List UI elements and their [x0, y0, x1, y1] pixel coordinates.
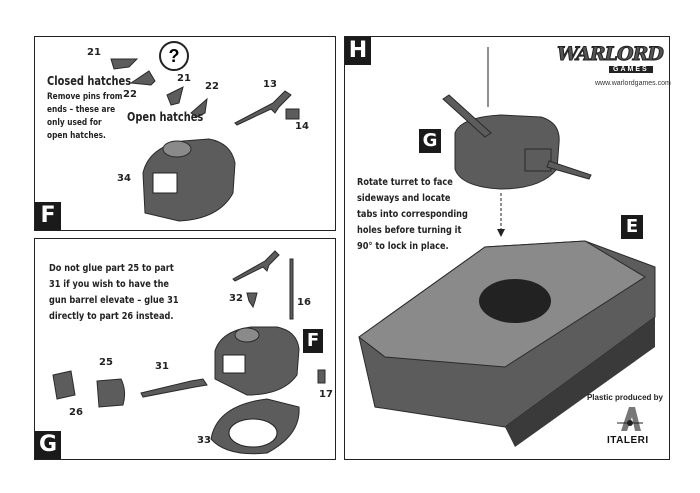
part-label-31: 31 [155, 361, 169, 372]
logo-url: www.warlordgames.com [595, 80, 671, 87]
note-line: Rotate turret to face [357, 177, 453, 188]
part-label-21: 21 [177, 73, 191, 84]
logo-sub: GAMES [609, 66, 653, 73]
part-32 [246, 292, 258, 309]
step-label-g: G [35, 431, 61, 459]
note-line: gun barrel elevate – glue 31 [49, 295, 179, 306]
part-label-13: 13 [263, 79, 277, 90]
part-label-32: 32 [229, 293, 243, 304]
step-label-f: F [35, 202, 61, 230]
antenna-line [487, 47, 489, 107]
part-17 [317, 369, 326, 384]
note-line: tabs into corresponding [357, 209, 468, 220]
part-label-22: 22 [205, 81, 219, 92]
italeri-logo-icon [617, 407, 643, 431]
machine-gun-13 [234, 90, 292, 126]
closed-hatches-label: Closed hatches [47, 74, 132, 88]
turret-assembly [214, 326, 300, 396]
part-label-21: 21 [87, 47, 101, 58]
panel-step-f: 21 22 21 22 13 14 34 ? Closed hatches Re… [34, 36, 336, 231]
sub-step-label-g: G [419, 129, 441, 153]
gun-barrel-31 [140, 378, 208, 398]
note-line: holes before turning it [357, 225, 462, 236]
part-26 [52, 370, 76, 400]
turret-assembled [442, 94, 592, 190]
logo-brand: WARLORD [557, 43, 665, 66]
step-label-h: H [345, 37, 371, 65]
tank-hull [358, 240, 656, 447]
down-arrow-icon [497, 193, 505, 237]
plastic-produced-label: Plastic produced by [586, 393, 663, 402]
note-line: open hatches. [47, 131, 106, 141]
turret-ring-33 [210, 398, 300, 455]
note-line: 90° to lock in place. [357, 241, 449, 252]
part-14 [285, 108, 300, 120]
note-line: directly to part 26 instead. [49, 311, 174, 322]
note-line: 31 if you wish to have the [49, 279, 169, 290]
part-label-33: 33 [197, 435, 211, 446]
hatch-21-closed [110, 58, 139, 70]
part-label-16: 16 [297, 297, 311, 308]
panel-step-g: Do not glue part 25 to part 31 if you wi… [34, 238, 336, 460]
turret-34 [142, 138, 236, 222]
part-label-25: 25 [99, 357, 113, 368]
sub-step-label-e: E [621, 215, 643, 239]
part-label-14: 14 [295, 121, 309, 132]
part-label-34: 34 [117, 173, 131, 184]
note-line: Remove pins from [47, 92, 123, 102]
part-label-17: 17 [319, 389, 333, 400]
antenna-16 [289, 258, 294, 320]
warlord-games-logo: WARLORD GAMES www.warlordgames.com [557, 43, 671, 95]
part-label-26: 26 [69, 407, 83, 418]
question-mark-icon: ? [159, 41, 189, 71]
panel-step-h: H WARLORD GAMES www.warlordgames.com G R… [344, 36, 671, 460]
part-25 [96, 378, 126, 408]
machine-gun [232, 250, 280, 282]
open-hatches-label: Open hatches [127, 110, 204, 124]
hatch-22-closed [129, 70, 156, 86]
hatch-21-open [166, 86, 184, 106]
note-line: sideways and locate [357, 193, 451, 204]
sub-step-label-f: F [303, 329, 323, 353]
italeri-wordmark: ITALERI [607, 435, 649, 446]
hatch-22-open [190, 97, 208, 118]
note-line: ends – these are [47, 105, 116, 115]
note-line: Do not glue part 25 to part [49, 263, 174, 274]
part-label-22: 22 [123, 89, 137, 100]
note-line: only used for [47, 118, 102, 128]
